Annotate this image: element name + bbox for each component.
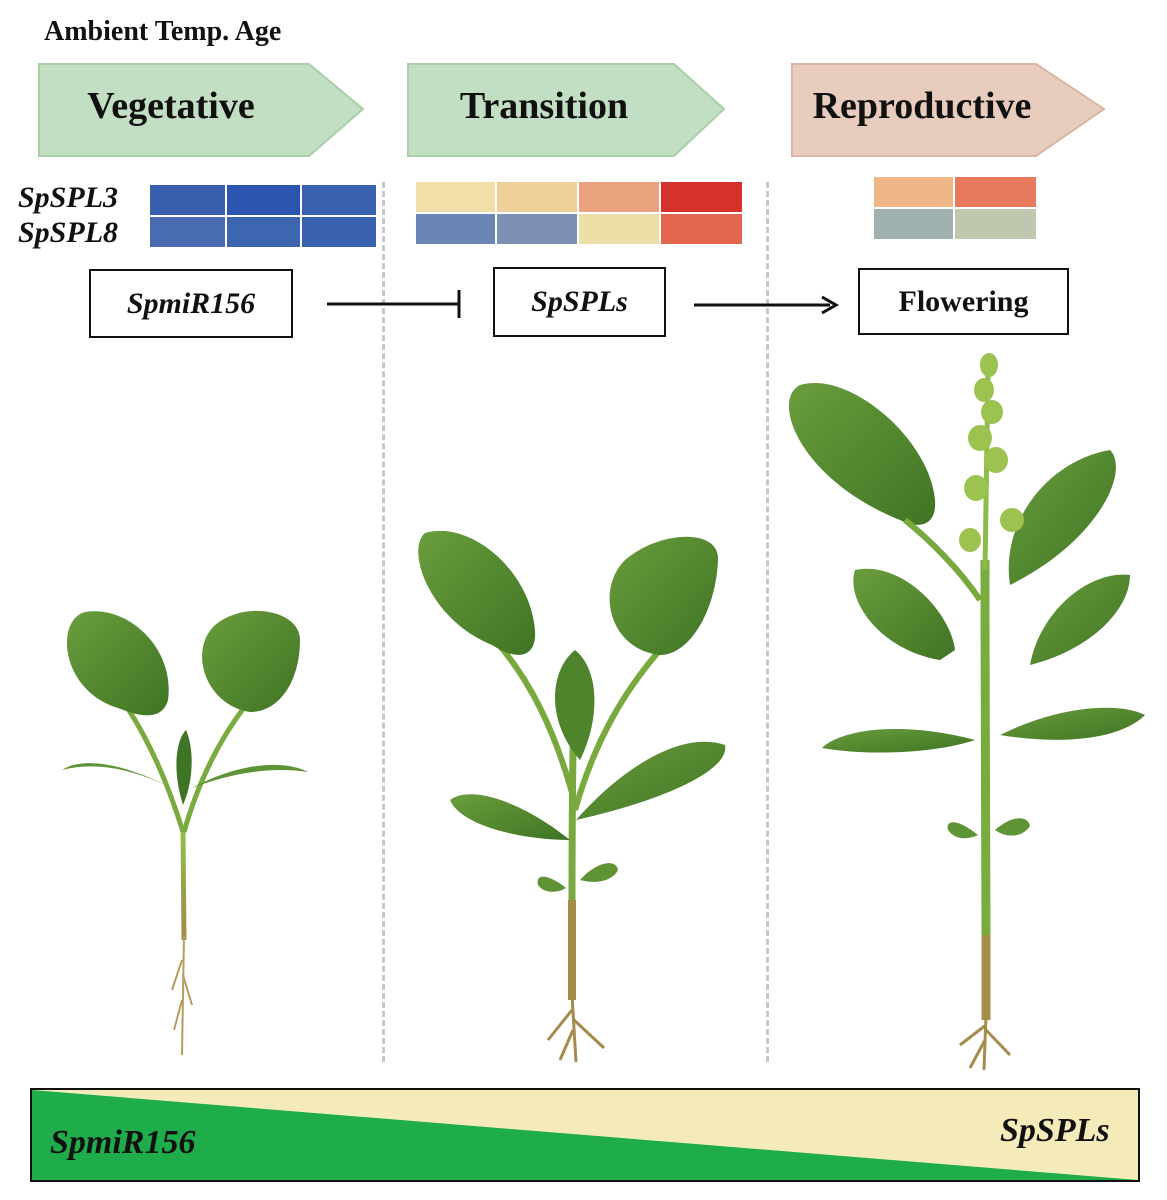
stage-arrow-transition-shape bbox=[407, 63, 726, 157]
flower-cluster bbox=[974, 378, 994, 402]
heatmap-cell bbox=[416, 182, 497, 212]
expression-gradient bbox=[30, 1088, 1140, 1182]
activation-arrowhead bbox=[821, 295, 840, 315]
plant-illustrations bbox=[62, 353, 1145, 1071]
flower-cluster bbox=[981, 400, 1003, 424]
leaf bbox=[555, 650, 595, 760]
gene-label-spspl3: SpSPL3 bbox=[18, 181, 119, 214]
root bbox=[546, 994, 606, 1063]
figure-header: Ambient Temp. Age bbox=[44, 16, 282, 47]
heatmap-cell bbox=[150, 185, 227, 215]
activation-arrow bbox=[694, 295, 840, 315]
stem bbox=[980, 559, 991, 941]
stage-arrow-reproductive-shape bbox=[791, 63, 1106, 157]
gradient-frame-outline bbox=[30, 1088, 1140, 1182]
heatmap-cell bbox=[579, 182, 661, 212]
pathway-connectors bbox=[327, 290, 840, 318]
leaf bbox=[609, 536, 719, 655]
stage-divider-left bbox=[382, 182, 385, 1062]
stage-label-transition: Transition bbox=[459, 85, 629, 127]
heatmap-cell bbox=[661, 182, 742, 212]
leaf bbox=[62, 763, 176, 790]
heatmap-vegetative-row2 bbox=[150, 217, 376, 247]
heatmap-reproductive-row1 bbox=[874, 177, 1036, 207]
heatmap-cell bbox=[874, 177, 955, 207]
leaf bbox=[202, 610, 300, 712]
leaf bbox=[66, 611, 169, 716]
leaf-stalk bbox=[492, 638, 577, 801]
stage-divider-right bbox=[766, 182, 769, 1062]
plant-reproductive bbox=[788, 353, 1145, 1071]
heatmap-cell bbox=[302, 217, 376, 247]
leaf-stalk bbox=[181, 703, 248, 833]
heatmap-cell bbox=[150, 217, 227, 247]
leaf bbox=[192, 764, 308, 788]
leaf bbox=[176, 730, 192, 805]
stem bbox=[180, 829, 187, 941]
flower-cluster bbox=[1000, 508, 1024, 532]
gene-label-spspl8: SpSPL8 bbox=[18, 216, 119, 249]
heatmap-cell bbox=[416, 214, 497, 244]
plant-transition bbox=[418, 530, 726, 1063]
flower-cluster bbox=[968, 425, 992, 451]
flower-cluster bbox=[980, 353, 998, 377]
leaf bbox=[580, 863, 618, 882]
gradient-label-mirna: SpmiR156 bbox=[50, 1124, 196, 1161]
stage-label-reproductive: Reproductive bbox=[812, 85, 1032, 127]
pathway-box-spls: SpSPLs bbox=[493, 267, 666, 337]
leaf bbox=[537, 876, 566, 892]
gradient-label-spls: SpSPLs bbox=[1000, 1112, 1110, 1149]
leaf bbox=[1000, 707, 1145, 740]
heatmap-cell bbox=[497, 214, 579, 244]
heatmap-cell bbox=[955, 209, 1036, 239]
leaf bbox=[1030, 574, 1130, 665]
leaf bbox=[853, 568, 955, 660]
heatmap-cell bbox=[955, 177, 1036, 207]
heatmap-transition-row2 bbox=[416, 214, 742, 244]
plant-vegetative bbox=[62, 610, 308, 1056]
pathway-box-flowering: Flowering bbox=[858, 268, 1069, 335]
leaf bbox=[788, 382, 936, 525]
leaf bbox=[822, 728, 975, 753]
heatmap-transition-row1 bbox=[416, 182, 742, 212]
flower-cluster bbox=[964, 475, 988, 501]
flower-cluster bbox=[959, 528, 981, 552]
leaf bbox=[947, 822, 978, 839]
leaf bbox=[418, 530, 536, 655]
heatmap-cell bbox=[661, 214, 742, 244]
stage-arrow-vegetative bbox=[38, 63, 365, 157]
leaf-stalk bbox=[119, 698, 186, 833]
leaf bbox=[995, 818, 1030, 836]
heatmap-cell bbox=[302, 185, 376, 215]
flower-cluster bbox=[984, 447, 1008, 473]
stage-label-vegetative: Vegetative bbox=[87, 85, 255, 127]
leaf bbox=[450, 794, 570, 840]
pathway-box-mirna: SpmiR156 bbox=[89, 269, 293, 338]
leaf bbox=[1008, 450, 1116, 585]
stage-arrow-transition bbox=[407, 63, 726, 157]
heatmap-cell bbox=[227, 217, 302, 247]
stage-arrow-reproductive bbox=[791, 63, 1106, 157]
root bbox=[171, 934, 193, 1056]
heatmap-reproductive-row2 bbox=[874, 209, 1036, 239]
heatmap-cell bbox=[579, 214, 661, 244]
heatmap-cell bbox=[227, 185, 302, 215]
heatmap-vegetative-row1 bbox=[150, 185, 376, 215]
inflorescence bbox=[959, 353, 1024, 552]
mirna-wedge bbox=[32, 1090, 1138, 1180]
leaf-stalk bbox=[572, 648, 663, 811]
heatmap-cell bbox=[497, 182, 579, 212]
stage-arrow-vegetative-shape bbox=[38, 63, 365, 157]
heatmap-cell bbox=[874, 209, 955, 239]
inhibition-arrow bbox=[327, 290, 461, 318]
leaf-stalk bbox=[903, 517, 983, 602]
root bbox=[959, 1014, 1012, 1071]
leaf bbox=[576, 741, 726, 820]
